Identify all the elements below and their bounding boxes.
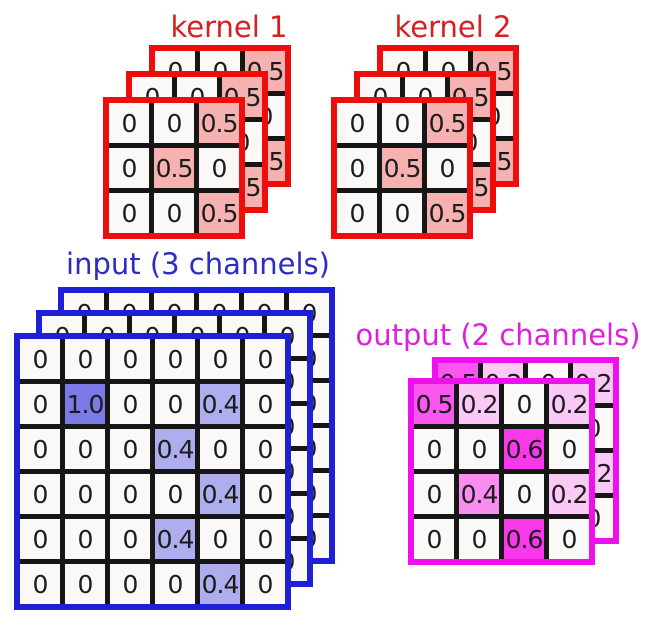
input-matrix-cell: 0 xyxy=(245,339,285,379)
output-matrix-cell: 0 xyxy=(414,429,454,469)
input-matrix-cell: 0 xyxy=(65,429,105,469)
input-matrix-cell: 0 xyxy=(110,384,150,424)
output-matrix-cell: 0.4 xyxy=(459,474,499,514)
kernel2-title: kernel 2 xyxy=(394,10,512,44)
kernel-1-matrix-cell: 0.5 xyxy=(199,103,239,143)
output-matrix-cell: 0 xyxy=(549,519,589,559)
input-matrix-cell: 1.0 xyxy=(65,384,105,424)
output-matrix-cell: 0.2 xyxy=(459,384,499,424)
output-matrix-cell: 0.2 xyxy=(549,384,589,424)
output-matrix-cell: 0 xyxy=(414,519,454,559)
kernel-1-matrix-cell: 0 xyxy=(154,193,194,233)
kernel-1-matrix-cell: 0.5 xyxy=(154,148,194,188)
input-matrix-cell: 0 xyxy=(245,384,285,424)
output-matrix-cell: 0 xyxy=(504,474,544,514)
input-matrix-cell: 0.4 xyxy=(200,474,240,514)
input-matrix-cell: 0 xyxy=(20,339,60,379)
output-matrix-cell: 0 xyxy=(549,429,589,469)
input-matrix-cell: 0 xyxy=(200,429,240,469)
input-matrix-cell: 0 xyxy=(200,519,240,559)
input-matrix-cell: 0.4 xyxy=(155,519,195,559)
kernel1-title: kernel 1 xyxy=(170,10,288,44)
kernel-2-matrix-cell: 0.5 xyxy=(427,193,467,233)
input-matrix-cell: 0 xyxy=(245,429,285,469)
kernel-1-matrix-cell: 0 xyxy=(109,193,149,233)
input-matrix-cell: 0 xyxy=(65,564,105,604)
kernel-2-matrix-cell: 0.5 xyxy=(427,103,467,143)
kernel-1-matrix-cell: 0.5 xyxy=(199,193,239,233)
input-matrix-cell: 0 xyxy=(110,429,150,469)
input-matrix-cell: 0.4 xyxy=(200,564,240,604)
input-matrix-cell: 0 xyxy=(155,564,195,604)
input-matrix-cell: 0 xyxy=(155,384,195,424)
input-matrix-cell: 0 xyxy=(65,519,105,559)
input-title: input (3 channels) xyxy=(66,247,330,281)
input-matrix-cell: 0 xyxy=(245,519,285,559)
input-matrix-cell: 0 xyxy=(110,564,150,604)
input-matrix-cell: 0.4 xyxy=(155,429,195,469)
kernel-1-matrix-cell: 0 xyxy=(154,103,194,143)
input-matrix-cell: 0 xyxy=(245,474,285,514)
kernel-2-matrix-cell: 0 xyxy=(337,148,377,188)
output-matrix-cell: 0.6 xyxy=(504,429,544,469)
kernel-2-matrix-cell: 0.5 xyxy=(382,148,422,188)
kernel-2-matrix-cell: 0 xyxy=(337,103,377,143)
output-title: output (2 channels) xyxy=(355,318,641,352)
input-matrix-cell: 0 xyxy=(110,339,150,379)
kernel-1-matrix-cell: 0 xyxy=(199,148,239,188)
input-matrix-cell: 0 xyxy=(20,429,60,469)
input-matrix-cell: 0 xyxy=(65,339,105,379)
kernel-2-matrix-cell: 0 xyxy=(427,148,467,188)
input-matrix-cell: 0 xyxy=(155,474,195,514)
input-matrix-cell: 0 xyxy=(110,474,150,514)
input-matrix-cell: 0 xyxy=(155,339,195,379)
input-matrix-cell: 0.4 xyxy=(200,384,240,424)
input-matrix-cell: 0 xyxy=(110,519,150,559)
input-matrix-cell: 0 xyxy=(65,474,105,514)
kernel-1-matrix-cell: 0 xyxy=(109,103,149,143)
input-matrix-cell: 0 xyxy=(20,564,60,604)
output-matrix-cell: 0.2 xyxy=(549,474,589,514)
output-matrix-cell: 0 xyxy=(459,519,499,559)
kernel-2-matrix-cell: 0 xyxy=(337,193,377,233)
input-matrix-cell: 0 xyxy=(20,474,60,514)
input-matrix-cell: 0 xyxy=(20,384,60,424)
output-matrix-cell: 0.5 xyxy=(414,384,454,424)
input-matrix-cell: 0 xyxy=(200,339,240,379)
input-matrix-cell: 0 xyxy=(20,519,60,559)
kernel-2-matrix-cell: 0 xyxy=(382,103,422,143)
output-matrix-cell: 0 xyxy=(459,429,499,469)
kernel-2-matrix-cell: 0 xyxy=(382,193,422,233)
output-matrix-cell: 0 xyxy=(414,474,454,514)
output-matrix-cell: 0.6 xyxy=(504,519,544,559)
output-matrix-cell: 0 xyxy=(504,384,544,424)
input-matrix-cell: 0 xyxy=(245,564,285,604)
kernel-1-matrix-cell: 0 xyxy=(109,148,149,188)
